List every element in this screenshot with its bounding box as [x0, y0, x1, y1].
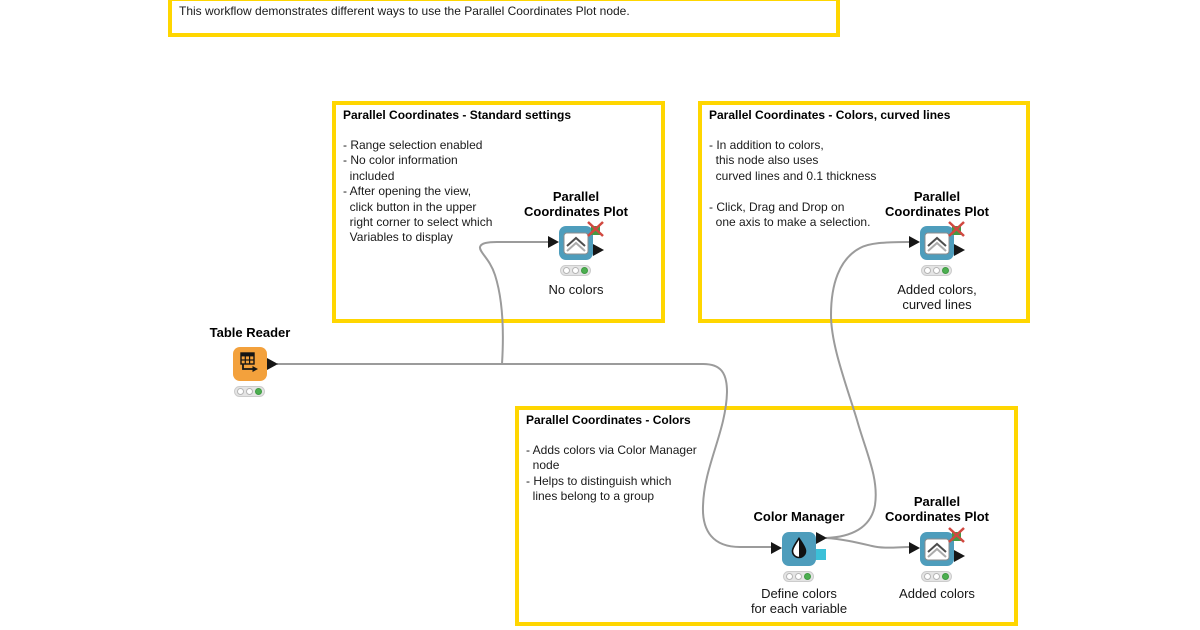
status-green-light — [804, 573, 811, 580]
annotation-text-line: - No color information — [343, 153, 458, 168]
status-red-light — [924, 573, 931, 580]
status-red-light — [237, 388, 244, 395]
parallel-coordinates-plot-standard-node[interactable] — [559, 226, 593, 260]
plot-curved-input-port[interactable] — [909, 236, 920, 248]
annotation-banner-text: This workflow demonstrates different way… — [179, 4, 630, 18]
annotation-text-line: this node also uses — [709, 153, 819, 168]
chevron-line-chart-icon — [924, 538, 950, 561]
plot-colors-output-port[interactable] — [954, 550, 965, 562]
node-title-table-reader[interactable]: Table Reader — [170, 325, 330, 340]
plot-standard-input-port[interactable] — [548, 236, 559, 248]
status-yellow-light — [933, 573, 940, 580]
node-label-color-manager[interactable]: Define colors for each variable — [719, 586, 879, 616]
table-reader-node[interactable] — [233, 347, 267, 381]
chevron-line-chart-icon — [924, 232, 950, 255]
annotation-text-line: Variables to display — [343, 230, 453, 245]
annotation-text-line: lines belong to a group — [526, 489, 655, 504]
color-manager-input-port[interactable] — [771, 542, 782, 554]
wire-table-reader-to-color-manager[interactable] — [277, 363, 771, 548]
annotation-text-line: node — [526, 458, 560, 473]
node-title-color-manager[interactable]: Color Manager — [719, 509, 879, 524]
status-yellow-light — [246, 388, 253, 395]
node-label-plot-standard[interactable]: No colors — [496, 282, 656, 297]
status-green-light — [581, 267, 588, 274]
annotation-text-line: click button in the upper — [343, 199, 477, 214]
annotation-text-line: - Adds colors via Color Manager — [526, 443, 697, 457]
node-title-line: Table Reader — [209, 325, 291, 340]
annotation-text-line: one axis to make a selection. — [709, 215, 871, 230]
wire-color-manager-to-plot-curved[interactable] — [825, 241, 910, 539]
droplet-icon — [791, 537, 807, 559]
annotation-text-line: curved lines and 0.1 thickness — [709, 168, 877, 183]
wire-table-reader-to-plot-standard[interactable] — [479, 241, 548, 365]
node-title-line: Coordinates Plot — [884, 509, 989, 524]
red-x-icon — [948, 527, 965, 543]
plot-colors-input-port[interactable] — [909, 542, 920, 554]
status-yellow-light — [795, 573, 802, 580]
annotation-text-line: - In addition to colors, — [709, 138, 824, 152]
parallel-coordinates-plot-curved-node[interactable] — [920, 226, 954, 260]
table-reader-output-port[interactable] — [267, 358, 278, 370]
wire-color-manager-to-plot-colors[interactable] — [825, 537, 910, 549]
node-title-plot-curved[interactable]: Parallel Coordinates Plot — [857, 189, 1017, 219]
node-title-line: Parallel — [913, 494, 961, 509]
red-x-icon — [948, 221, 965, 237]
plot-colors-status-light — [921, 571, 952, 582]
red-x-icon — [587, 221, 604, 237]
status-red-light — [924, 267, 931, 274]
annotation-text-line: - After opening the view, — [343, 184, 472, 199]
status-yellow-light — [572, 267, 579, 274]
node-label-line: Added colors, — [897, 282, 977, 297]
status-red-light — [563, 267, 570, 274]
table-with-arrow-icon — [240, 352, 258, 372]
color-manager-model-port[interactable] — [814, 549, 826, 560]
annotation-title: Parallel Coordinates - Standard settings — [343, 108, 572, 122]
status-green-light — [942, 573, 949, 580]
status-green-light — [942, 267, 949, 274]
node-label-plot-curved[interactable]: Added colors, curved lines — [857, 282, 1017, 312]
node-label-plot-colors[interactable]: Added colors — [857, 586, 1017, 601]
color-manager-status-light — [783, 571, 814, 582]
plot-standard-status-light — [560, 265, 591, 276]
node-label-line: for each variable — [750, 601, 848, 616]
parallel-coordinates-plot-colors-node[interactable] — [920, 532, 954, 566]
node-label-line: Added colors — [899, 586, 975, 601]
annotation-text-line: - Range selection enabled — [343, 138, 483, 152]
color-manager-output-port[interactable] — [816, 532, 827, 544]
table-reader-status-light — [234, 386, 265, 397]
node-title-plot-standard[interactable]: Parallel Coordinates Plot — [496, 189, 656, 219]
annotation-colors-curved-lines[interactable]: Parallel Coordinates - Colors, curved li… — [698, 101, 1030, 323]
status-red-light — [786, 573, 793, 580]
node-title-line: Parallel — [552, 189, 600, 204]
plot-standard-output-port[interactable] — [593, 244, 604, 256]
node-title-line: Coordinates Plot — [523, 204, 628, 219]
node-label-line: No colors — [548, 282, 604, 297]
annotation-title: Parallel Coordinates - Colors, curved li… — [709, 108, 951, 122]
color-manager-node[interactable] — [782, 532, 816, 566]
node-label-line: curved lines — [902, 297, 972, 312]
annotation-text-line: right corner to select which — [343, 215, 493, 230]
node-title-line: Color Manager — [753, 509, 845, 524]
annotation-title: Parallel Coordinates - Colors — [526, 413, 691, 427]
plot-curved-status-light — [921, 265, 952, 276]
node-label-line: Define colors — [761, 586, 837, 601]
annotation-text-line: - Helps to distinguish which — [526, 473, 672, 488]
annotation-banner[interactable]: This workflow demonstrates different way… — [168, 0, 840, 37]
node-title-line: Parallel — [913, 189, 961, 204]
annotation-text-line: - Click, Drag and Drop on — [709, 199, 845, 214]
node-title-plot-colors[interactable]: Parallel Coordinates Plot — [857, 494, 1017, 524]
plot-curved-output-port[interactable] — [954, 244, 965, 256]
status-green-light — [255, 388, 262, 395]
annotation-colors[interactable]: Parallel Coordinates - Colors - Adds col… — [515, 406, 1018, 626]
node-title-line: Coordinates Plot — [884, 204, 989, 219]
annotation-text-line: included — [343, 168, 395, 183]
status-yellow-light — [933, 267, 940, 274]
chevron-line-chart-icon — [563, 232, 589, 255]
